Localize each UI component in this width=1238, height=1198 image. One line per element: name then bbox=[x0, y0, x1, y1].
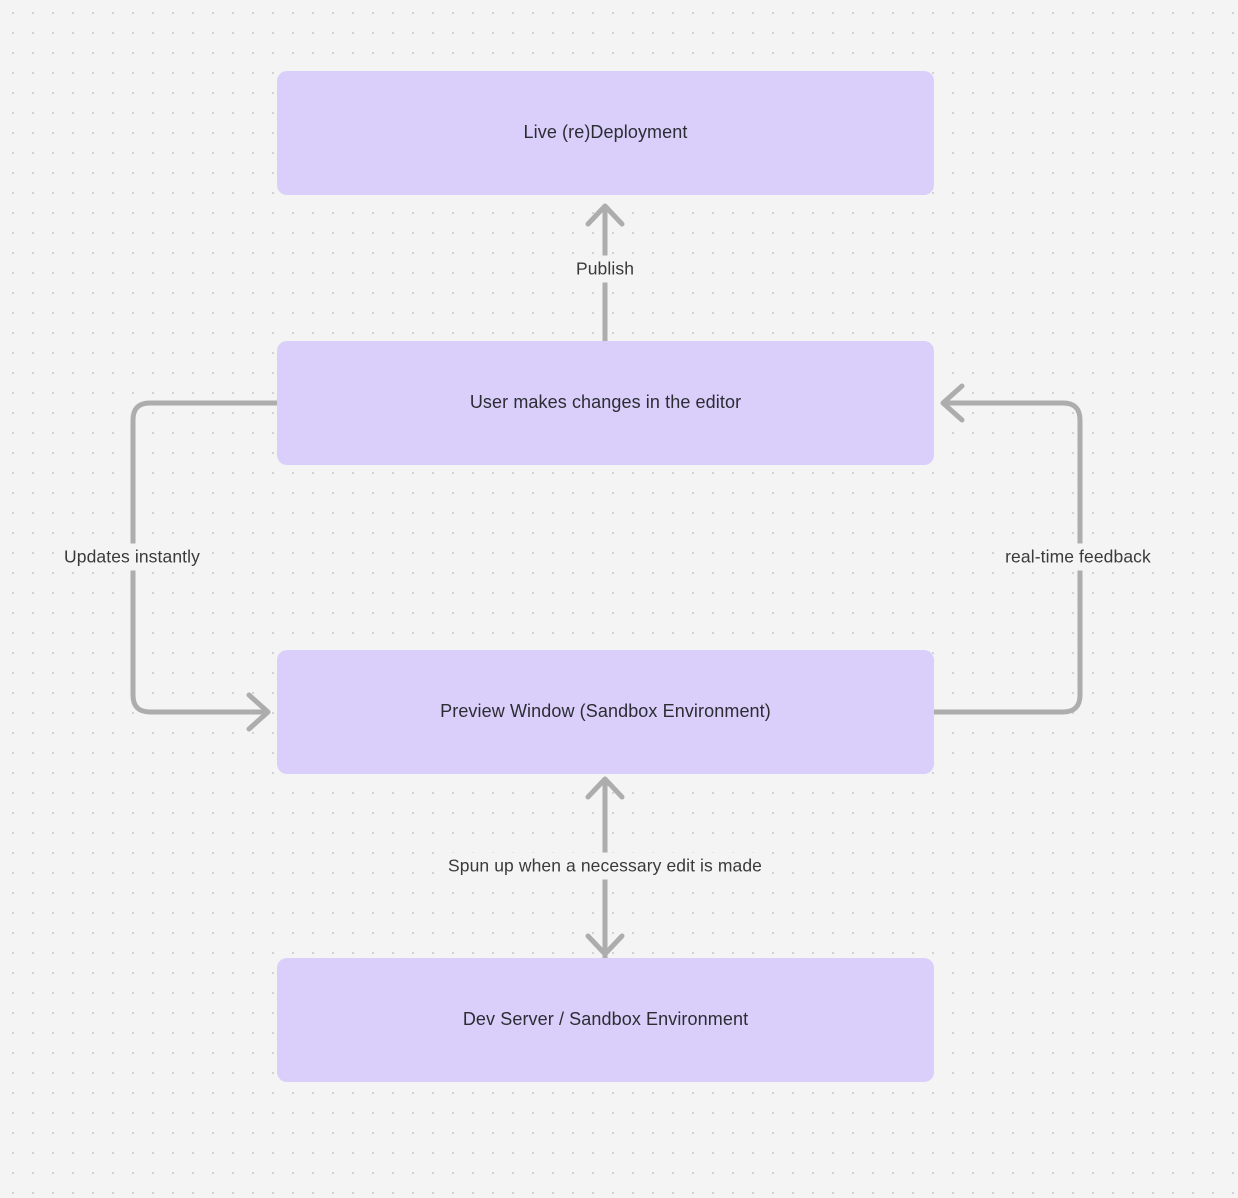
node-dev-server-label: Dev Server / Sandbox Environment bbox=[462, 1009, 749, 1030]
edge-label-real-time-feedback: real-time feedback bbox=[1000, 543, 1156, 571]
node-user-edits-label: User makes changes in the editor bbox=[469, 392, 742, 413]
node-dev-server[interactable]: Dev Server / Sandbox Environment bbox=[277, 958, 934, 1082]
node-preview-window[interactable]: Preview Window (Sandbox Environment) bbox=[277, 650, 934, 774]
edge-label-spun-up: Spun up when a necessary edit is made bbox=[442, 852, 768, 880]
node-user-edits[interactable]: User makes changes in the editor bbox=[277, 341, 934, 465]
node-live-deployment[interactable]: Live (re)Deployment bbox=[277, 71, 934, 195]
edge-label-publish: Publish bbox=[570, 255, 640, 283]
node-live-deployment-label: Live (re)Deployment bbox=[523, 122, 688, 143]
node-preview-window-label: Preview Window (Sandbox Environment) bbox=[440, 701, 771, 722]
edge-label-updates-instantly: Updates instantly bbox=[59, 543, 205, 571]
